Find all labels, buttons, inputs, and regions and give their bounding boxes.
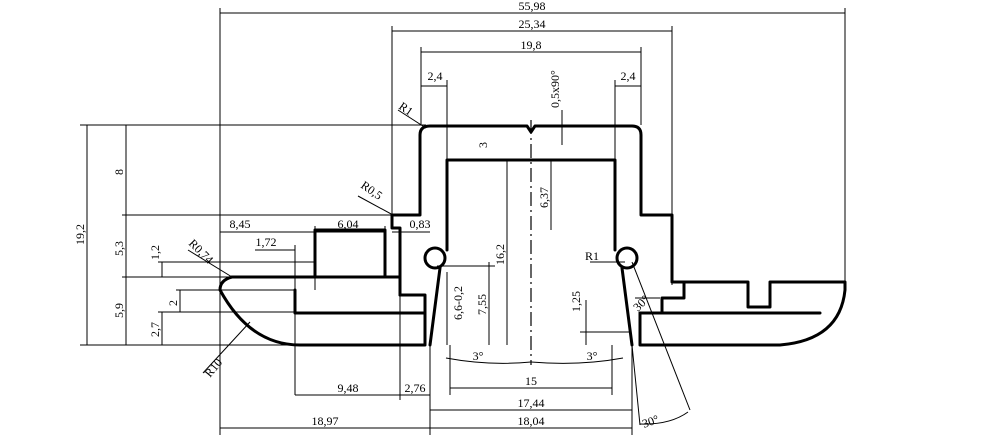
bottom-15-label: 15: [525, 374, 537, 388]
height-5-9-label: 5,9: [112, 303, 126, 318]
lip-right-label: 2,4: [621, 69, 636, 83]
angle-3-left-label: 3°: [473, 349, 484, 363]
angle-30-bottom-label: 30°: [640, 412, 661, 431]
height-8-label: 8: [112, 169, 126, 175]
angle-3-right-label: 3°: [587, 349, 598, 363]
width-2-76-label: 2,76: [405, 381, 426, 395]
profile-outline: [218, 124, 847, 347]
slot-width-label: 19,8: [521, 38, 542, 52]
depth-3-label: 3: [476, 142, 490, 148]
width-1-72-label: 1,72: [256, 235, 277, 249]
lip-left-label: 2,4: [428, 69, 443, 83]
height-2-7-label: 2,7: [148, 322, 162, 337]
width-6-04-label: 6,04: [338, 217, 359, 231]
height-5-3-label: 5,3: [112, 241, 126, 256]
height-2-label: 2: [166, 300, 180, 306]
width-9-48-label: 9,48: [338, 381, 359, 395]
radius-10-label: R10: [202, 356, 226, 380]
dimension-lines: [80, 8, 846, 435]
width-0-83-label: 0,83: [410, 217, 431, 231]
height-1-25-label: 1,25: [569, 291, 583, 312]
chamfer-label: 0,5x90°: [548, 70, 562, 108]
height-1-2-label: 1,2: [148, 245, 162, 260]
tolerance-height-label: 6,6-0,2: [451, 286, 465, 320]
radius-top-label: R1: [396, 99, 416, 119]
width-17-44-label: 17,44: [518, 396, 545, 410]
height-7-55-label: 7,55: [475, 294, 489, 315]
overall-width-label: 55,98: [519, 0, 546, 13]
depth-6-37-label: 6,37: [537, 187, 551, 208]
width-18-97-label: 18,97: [312, 414, 339, 428]
dimension-labels: 55,98 25,34 19,8 2,4 2,4 0,5x90° R1 3 8 …: [73, 0, 661, 431]
top-width-label: 25,34: [519, 17, 546, 31]
depth-16-2-label: 16,2: [493, 244, 507, 265]
radius-0-5-label: R0,5: [358, 178, 385, 203]
angle-30-small-label: 30°: [630, 292, 652, 314]
width-18-04-label: 18,04: [518, 414, 545, 428]
radius-right-label: R1: [585, 249, 599, 263]
width-8-45-label: 8,45: [230, 217, 251, 231]
overall-height-label: 19,2: [73, 224, 87, 245]
